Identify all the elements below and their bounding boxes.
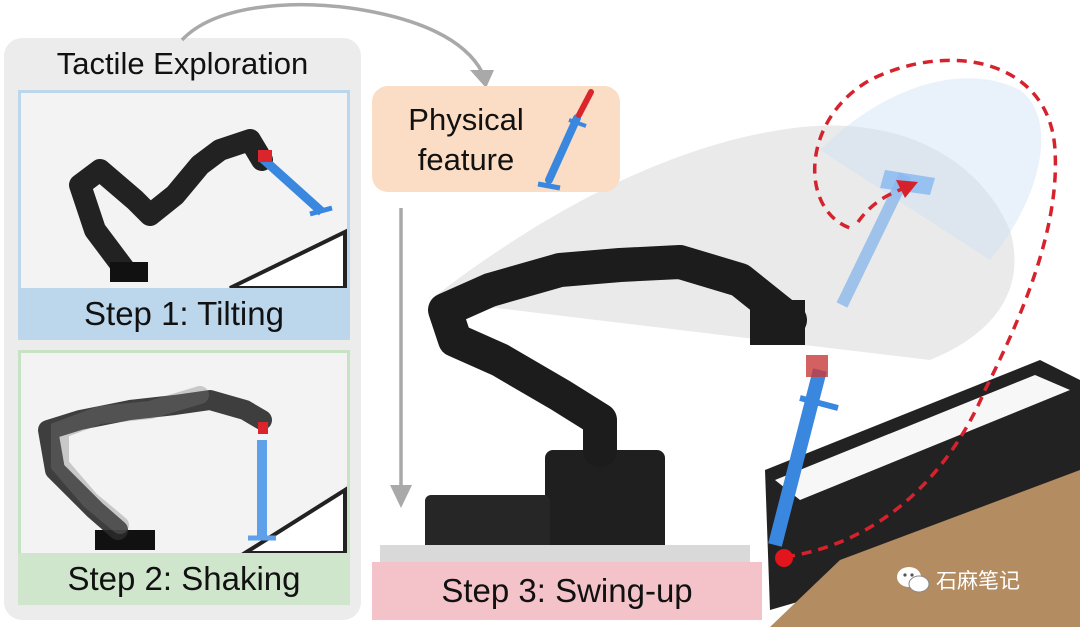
watermark-text: 石麻笔记 xyxy=(936,569,1020,593)
step2-photo xyxy=(21,353,347,555)
step3-label: Step 3: Swing-up xyxy=(372,562,762,620)
step1-photo xyxy=(21,93,347,290)
step2-label: Step 2: Shaking xyxy=(18,553,350,605)
step1-label: Step 1: Tilting xyxy=(18,288,350,340)
panel-title: Tactile Exploration xyxy=(56,46,309,81)
physical-feature-line1: Physical xyxy=(408,102,524,137)
flow-arrows xyxy=(180,2,494,508)
physical-feature-line2: feature xyxy=(417,142,515,177)
watermark: 石麻笔记 xyxy=(896,560,1020,600)
step3-photo xyxy=(380,58,1080,627)
chat-bubble-icon xyxy=(897,567,930,593)
physical-feature-text: Physical feature xyxy=(386,100,546,180)
